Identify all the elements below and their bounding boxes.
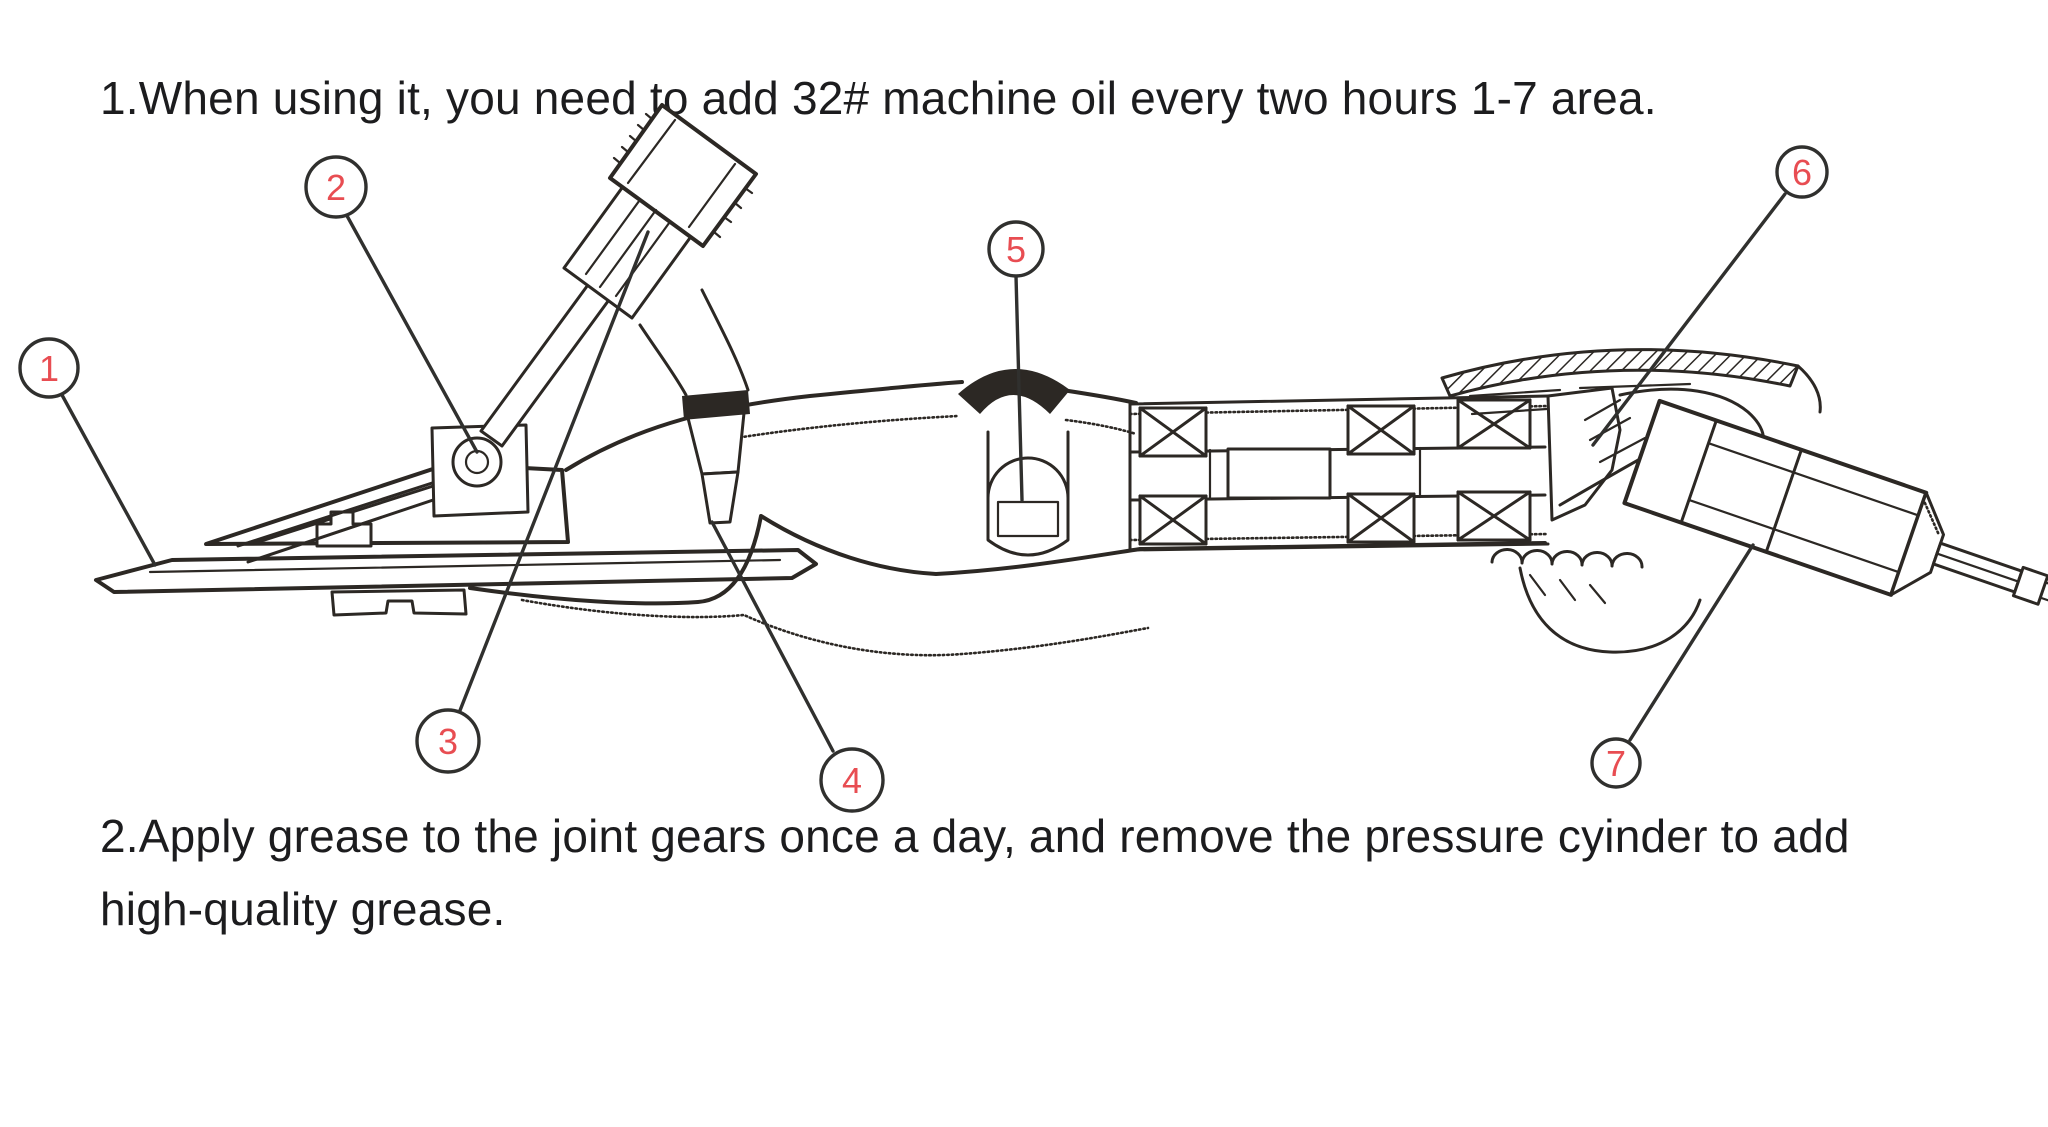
end-cap bbox=[1440, 348, 1822, 416]
pivot-joint bbox=[430, 423, 530, 518]
instruction-step-2: 2.Apply grease to the joint gears once a… bbox=[100, 800, 1850, 946]
callout-7-number: 7 bbox=[1606, 743, 1626, 784]
callout-5-circle bbox=[987, 220, 1045, 278]
bearing-block bbox=[1128, 394, 1550, 552]
rear-handle bbox=[1622, 398, 2048, 606]
callout-3-circle bbox=[415, 708, 481, 774]
callout-2-leader-line bbox=[344, 212, 479, 454]
callout-4-circle bbox=[819, 747, 885, 813]
callout-3-leader-line bbox=[457, 230, 650, 715]
callout-1-leader-line bbox=[60, 393, 157, 567]
callout-layer: 1 2 3 4 5 6 7 bbox=[18, 145, 1829, 813]
callout-3-number: 3 bbox=[438, 721, 458, 762]
oil-port-saddle bbox=[958, 368, 1070, 414]
tension-knob-assembly bbox=[479, 103, 758, 448]
comb-blade bbox=[94, 548, 818, 617]
instruction-step-1: 1.When using it, you need to add 32# mac… bbox=[100, 72, 1657, 124]
fork-lever-arm bbox=[236, 472, 468, 564]
crank-housing bbox=[986, 430, 1070, 557]
boot-scallops bbox=[1490, 548, 1644, 569]
body-shell bbox=[468, 288, 1547, 657]
knurl-ticks bbox=[612, 112, 754, 239]
bearing-cross-marks bbox=[1138, 398, 1532, 546]
callout-4-leader-line bbox=[710, 520, 835, 753]
instruction-step-2-line-2: high-quality grease. bbox=[100, 883, 506, 935]
callout-4-number: 4 bbox=[842, 760, 862, 801]
callout-7-leader-line bbox=[1628, 543, 1755, 742]
callout-6-circle bbox=[1775, 145, 1829, 199]
callout-1-number: 1 bbox=[39, 348, 59, 389]
instruction-step-2-line-1: 2.Apply grease to the joint gears once a… bbox=[100, 810, 1850, 862]
callout-5-number: 5 bbox=[1006, 229, 1026, 270]
callout-7-circle bbox=[1590, 737, 1642, 789]
callout-2-circle bbox=[304, 155, 368, 219]
callout-6-number: 6 bbox=[1792, 152, 1812, 193]
callout-2-number: 2 bbox=[326, 167, 346, 208]
callout-6-leader-line bbox=[1591, 192, 1787, 447]
callout-1-circle bbox=[18, 337, 80, 399]
callout-5-leader-line bbox=[1014, 274, 1024, 502]
machine-drawing bbox=[94, 103, 2048, 657]
